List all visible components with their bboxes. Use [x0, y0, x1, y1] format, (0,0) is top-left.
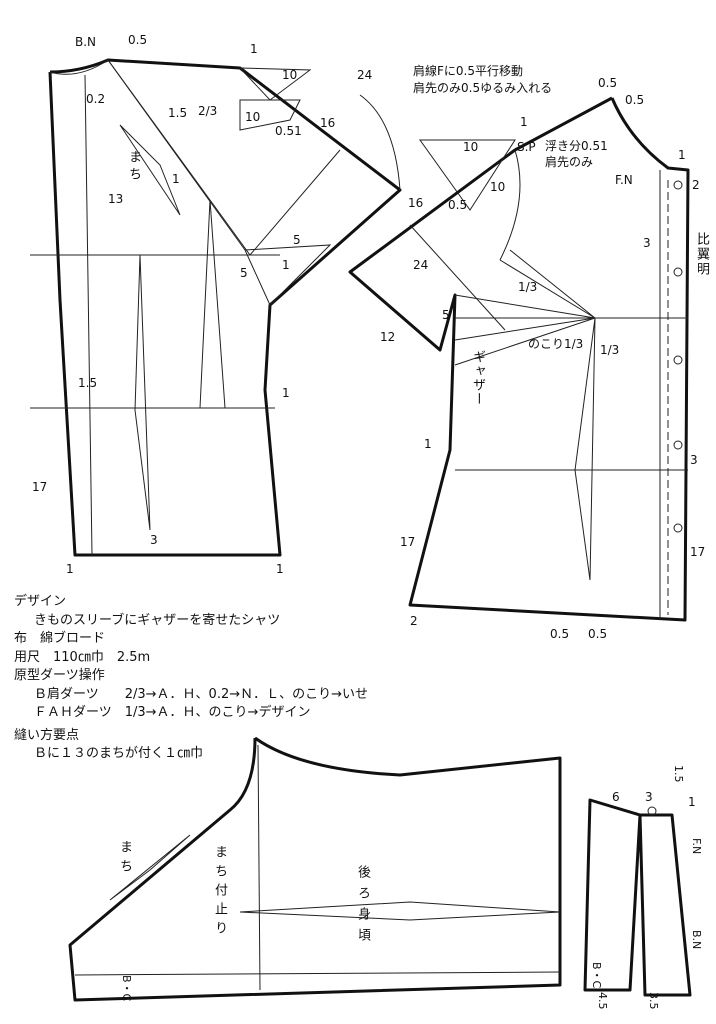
design-heading: デザイン — [14, 594, 67, 609]
label-c-1-5: 1.5 — [672, 765, 685, 783]
label-3: 3 — [150, 533, 158, 547]
label-f-3: 3 — [643, 236, 651, 250]
label-f-3-b: 3 — [690, 453, 698, 467]
collar-pieces — [583, 798, 692, 997]
label-f-half-down: 0.5 — [625, 93, 645, 107]
label-one: 1 — [250, 42, 258, 56]
label-gather: ギャザー — [470, 350, 485, 406]
label-f-one: 1 — [520, 115, 528, 129]
label-f-half: 0.5 — [598, 76, 618, 90]
label-one-e: 1 — [66, 562, 74, 576]
label-1-5: 1.5 — [168, 106, 188, 120]
label-f-1-3-b: 1/3 — [600, 343, 620, 357]
label-16: 16 — [320, 116, 336, 130]
label-f-17-b: 17 — [690, 545, 706, 559]
design-text: きものスリーブにギャザーを寄せたシャツ — [34, 612, 281, 628]
dart-b-text: Ｂ肩ダーツ 2/3→Ａ．Ｈ、0.2→Ｎ．Ｌ、のこり→いせ — [34, 686, 369, 702]
label-machi: まち — [126, 150, 141, 184]
label-f-one-l: 1 — [424, 437, 432, 451]
label-b-machi: まち — [117, 840, 132, 878]
label-f-2-b: 2 — [410, 614, 418, 628]
front-note-float2: 肩先のみ — [545, 155, 594, 169]
front-bodice — [348, 96, 690, 622]
front-note-1: 肩線Fに0.5平行移動 — [413, 64, 523, 78]
label-ten-b: 10 — [245, 110, 261, 124]
sewing-heading: 縫い方要点 — [14, 727, 80, 743]
back-body-piece — [68, 736, 562, 1002]
label-1-5-b: 1.5 — [78, 376, 98, 390]
label-c-6: 6 — [612, 790, 620, 804]
label-bc: B・C — [120, 975, 133, 1002]
label-f-1-3-a: 1/3 — [518, 280, 538, 294]
label-sp: S.P — [517, 140, 536, 154]
yardage-text: 用尺 110㎝巾 2.5m — [14, 649, 151, 665]
label-f-ten-a: 10 — [463, 140, 479, 154]
label-ten-a: 10 — [282, 68, 298, 82]
label-half: 0.5 — [128, 33, 148, 47]
fabric-text: 布 綿ブロード — [14, 631, 106, 646]
dart-fah-text: ＦＡＨダーツ 1/3→Ａ．Ｈ、のこり→デザイン — [34, 705, 311, 720]
label-f-24: 24 — [413, 258, 429, 272]
label-f-half-a: 0.5 — [550, 627, 570, 641]
label-17: 17 — [32, 480, 48, 494]
label-hiyoku: 比翼明 — [694, 232, 709, 277]
label-13: 13 — [108, 192, 124, 206]
label-one-c: 1 — [282, 258, 290, 272]
label-0-51: 0.51 — [275, 124, 302, 138]
front-note-float: 浮き分0.51 — [545, 139, 608, 153]
label-f-ten-b: 10 — [490, 180, 506, 194]
label-2-3: 2/3 — [198, 104, 218, 118]
label-fn: F.N — [615, 173, 633, 187]
label-f-one-r: 1 — [678, 148, 686, 162]
label-c-fn: F.N — [690, 838, 703, 855]
label-f-0-5: 0.5 — [448, 198, 468, 212]
label-c-1: 1 — [688, 795, 696, 809]
label-back-body: 後ろ身頃 — [355, 865, 370, 949]
label-5-b: 5 — [240, 266, 248, 280]
label-one-d: 1 — [282, 386, 290, 400]
sewing-text: Ｂに１３のまちが付く１㎝巾 — [34, 746, 204, 761]
label-f-5: 5 — [442, 308, 450, 322]
label-f-half-b: 0.5 — [588, 627, 608, 641]
label-c-3: 3 — [645, 790, 653, 804]
label-nokori: のこり1/3 — [528, 337, 584, 351]
front-note-2: 肩先のみ0.5ゆるみ入れる — [413, 81, 553, 95]
label-f-17: 17 — [400, 535, 416, 549]
label-f-12: 12 — [380, 330, 396, 344]
label-5: 5 — [293, 233, 301, 247]
label-one-f: 1 — [276, 562, 284, 576]
label-one-b: 1 — [172, 172, 180, 186]
label-c-bc: B・C — [590, 962, 603, 989]
label-bn: B.N — [75, 35, 97, 49]
label-c-3-5: 3.5 — [647, 992, 660, 1010]
label-f-two: 2 — [692, 178, 700, 192]
label-c-bn: B.N — [690, 930, 703, 950]
label-c-4-5: 4.5 — [596, 992, 609, 1010]
label-24: 24 — [357, 68, 373, 82]
design-notes: デザイン きものスリーブにギャザーを寄せたシャツ 布 綿ブロード 用尺 110㎝… — [14, 593, 368, 764]
dart-heading: 原型ダーツ操作 — [14, 668, 105, 683]
label-machi-stop: まち付止り — [212, 845, 227, 940]
label-0-2: 0.2 — [86, 92, 106, 106]
label-f-16: 16 — [408, 196, 424, 210]
back-bodice — [30, 58, 402, 557]
